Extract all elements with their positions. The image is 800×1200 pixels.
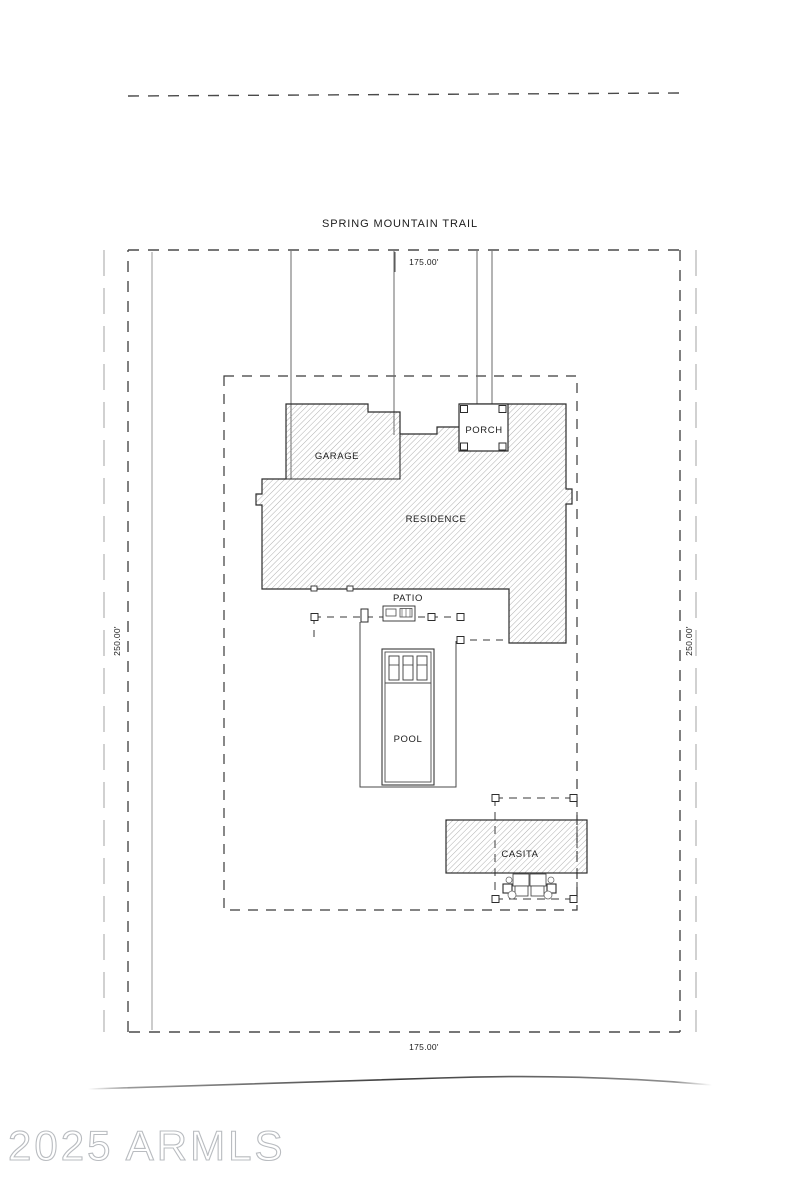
residence-label: RESIDENCE (406, 514, 467, 525)
patio-post-northeast (456, 613, 465, 621)
street-name-label: SPRING MOUNTAIN TRAIL (322, 218, 478, 230)
porch-label: PORCH (465, 425, 502, 436)
armls-watermark: 2025 ARMLS (8, 1122, 286, 1169)
patio-post-west (310, 613, 319, 621)
patio-label: PATIO (393, 593, 423, 604)
outdoor-kitchen-sink (385, 608, 397, 617)
bottom-contour-line (87, 1075, 713, 1090)
casita-planter-northeast (547, 876, 555, 884)
casita-post-northwest (491, 794, 500, 802)
casita-sofa-left (512, 873, 530, 887)
casita-post-southeast (569, 895, 578, 903)
garage-label: GARAGE (315, 451, 359, 462)
casita-sofa-right (529, 873, 547, 887)
casita-label: CASITA (501, 849, 538, 860)
garage-division-line (286, 434, 401, 480)
pool-water-feature-1 (388, 655, 400, 681)
casita-chair-west (502, 883, 513, 894)
pool-deck-outline (359, 622, 457, 788)
street-far-edge-line (127, 92, 681, 97)
porch-post-southeast (498, 442, 507, 451)
casita-planter-northwest (505, 876, 513, 884)
dimension-top-label: 175.00' (409, 257, 439, 267)
casita-post-northeast (569, 794, 578, 802)
patio-wall-post-east (346, 585, 354, 592)
outdoor-kitchen-grill-grates (401, 608, 411, 617)
patio-post-east (427, 613, 436, 621)
porch-post-northeast (498, 405, 507, 413)
pool-label: POOL (394, 734, 423, 745)
casita-table-right (530, 885, 545, 897)
casita-footprint (445, 819, 588, 874)
casita-planter-southwest (507, 890, 517, 900)
porch-post-northwest (460, 405, 468, 413)
dimension-left-label: 250.00' (112, 626, 122, 656)
pool-water-feature-2 (402, 655, 414, 681)
dimension-bottom-label: 175.00' (409, 1042, 439, 1052)
casita-table-left (514, 885, 529, 897)
residence-footprint (255, 403, 573, 644)
dimension-right-label: 250.00' (684, 626, 694, 656)
pool-water-feature-3 (416, 655, 428, 681)
patio-post-center (360, 608, 369, 623)
casita-planter-southeast (543, 890, 553, 900)
building-setback-rectangle (223, 375, 578, 911)
porch-post-southwest (460, 442, 468, 451)
patio-wall-post-west (310, 585, 318, 592)
casita-post-southwest (491, 895, 500, 903)
patio-post-southeast (456, 636, 465, 644)
